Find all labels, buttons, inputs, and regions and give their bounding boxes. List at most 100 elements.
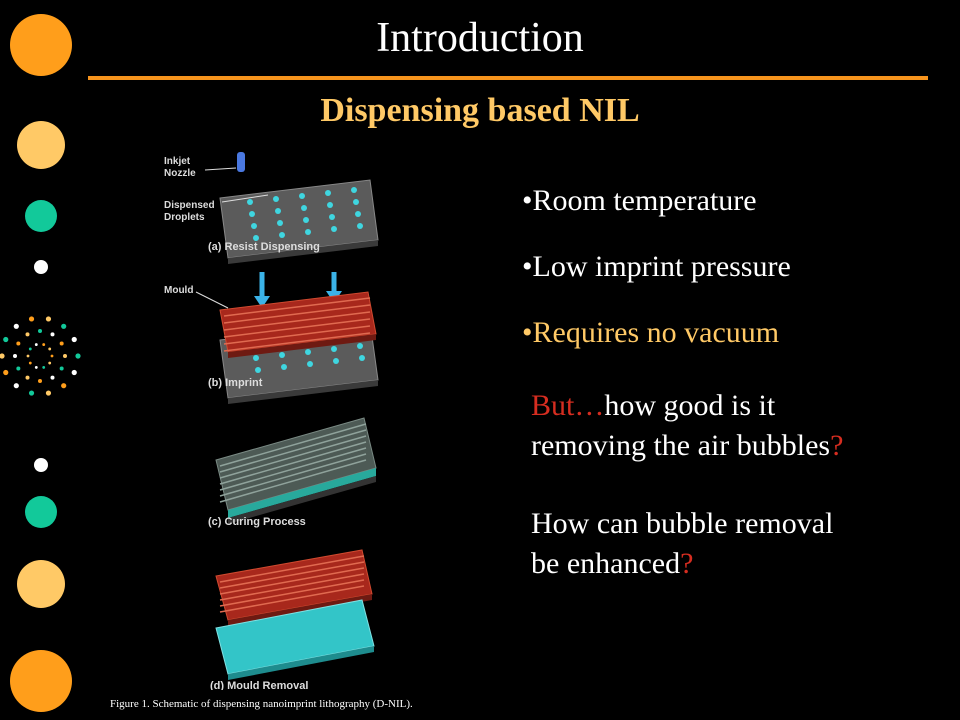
droplet [355, 211, 361, 217]
droplet [333, 358, 339, 364]
starburst-dot [48, 347, 52, 351]
question2-line1: How can bubble removal [531, 507, 834, 540]
droplet [299, 193, 305, 199]
starburst-dot [59, 341, 64, 346]
question-mark-2: ? [680, 547, 694, 580]
starburst-dot [50, 375, 55, 380]
droplet [273, 196, 279, 202]
droplet [253, 235, 259, 241]
bullet-requires-no-vacuum: •Requires no vacuum [522, 316, 780, 349]
step-a-group: Inkjet Nozzle Dispensed Droplets (a) Res… [164, 152, 379, 264]
bullet-low-imprint-pressure: •Low imprint pressure [522, 250, 791, 283]
starburst-dot [71, 336, 77, 343]
label-nozzle: Nozzle [164, 168, 196, 179]
droplet [329, 214, 335, 220]
starburst-dot [75, 353, 81, 359]
mould-pattern-line [219, 435, 367, 479]
label-dispensed: Dispensed [164, 200, 215, 211]
starburst-dot [25, 332, 30, 337]
mould-pattern-line [219, 579, 365, 607]
droplet [281, 364, 287, 370]
droplet [253, 355, 259, 361]
question-body-2: removing the air bubbles [531, 429, 831, 462]
figure-caption: Figure 1. Schematic of dispensing nanoim… [110, 698, 413, 710]
droplet [279, 232, 285, 238]
step-c-group: (c) Curing Process [208, 417, 377, 528]
mould-pattern-line [219, 567, 365, 595]
starburst-dot [34, 366, 38, 369]
step-b-label: (b) Imprint [208, 377, 263, 389]
starburst-dot [3, 369, 9, 376]
title-underline [88, 76, 928, 80]
droplet [357, 343, 363, 349]
label-inkjet: Inkjet [164, 156, 191, 167]
droplet [279, 352, 285, 358]
starburst-dot [71, 369, 77, 376]
mould-pattern-line [219, 441, 367, 485]
mould-pattern-line [223, 311, 371, 331]
droplet [275, 208, 281, 214]
droplet [327, 202, 333, 208]
mould-pattern-line [223, 318, 371, 338]
droplet [305, 229, 311, 235]
starburst-dot [61, 383, 67, 389]
decor-dot-orange-bottom [10, 650, 72, 712]
question-lead: But… [531, 389, 605, 422]
step-d-group: (d) Mould Removal [210, 549, 375, 690]
starburst-dot [26, 354, 30, 358]
starburst-dot [25, 375, 30, 380]
droplet [301, 205, 307, 211]
starburst-dot [59, 366, 64, 371]
mould-pattern-line [219, 453, 367, 497]
slide-title: Introduction [376, 15, 584, 61]
droplet [359, 355, 365, 361]
droplet [255, 367, 261, 373]
droplet [303, 217, 309, 223]
starburst-dot [13, 383, 19, 389]
substrate-a-side [228, 240, 378, 264]
droplet [249, 211, 255, 217]
starburst-dot [16, 341, 21, 346]
droplet [357, 223, 363, 229]
dnil-schematic-figure: Inkjet Nozzle Dispensed Droplets (a) Res… [164, 152, 379, 690]
starburst-dot [50, 332, 55, 337]
bullet-room-temperature: •Room temperature [522, 184, 757, 217]
label-droplets: Droplets [164, 212, 205, 223]
starburst-dot [28, 316, 35, 322]
question2-line2: be enhanced [531, 547, 681, 580]
starburst-dot [28, 361, 32, 365]
starburst-dot [34, 343, 38, 346]
question-mark-1: ? [830, 429, 844, 462]
label-mould: Mould [164, 285, 193, 296]
slide-subtitle: Dispensing based NIL [320, 92, 640, 129]
starburst-dot [48, 361, 52, 365]
droplet [307, 361, 313, 367]
starburst-dot [45, 316, 52, 322]
starburst-dot [13, 323, 19, 329]
question-enhance-removal: How can bubble removal be enhanced? [531, 504, 951, 584]
starburst-dot [3, 336, 9, 343]
droplet [353, 199, 359, 205]
inkjet-nozzle-icon [237, 152, 245, 172]
decor-dot-white-bottom [34, 458, 48, 472]
starburst-dot [45, 390, 52, 396]
dispensed-droplets [247, 187, 363, 241]
droplet [331, 226, 337, 232]
starburst-dot [42, 366, 46, 369]
decor-starburst [0, 316, 81, 396]
step-d-label: (d) Mould Removal [210, 680, 308, 690]
starburst-dot [63, 354, 67, 358]
starburst-dot [50, 354, 54, 358]
decor-dot-orange-top [10, 14, 72, 76]
droplet [325, 190, 331, 196]
droplet [277, 220, 283, 226]
mould-pattern-line [219, 429, 367, 473]
step-a-label: (a) Resist Dispensing [208, 241, 320, 253]
droplet [251, 223, 257, 229]
mould-pattern-line [219, 447, 367, 491]
step-c-label: (c) Curing Process [208, 516, 306, 528]
decor-dot-teal-top [25, 200, 57, 232]
mould-pattern-line [219, 423, 367, 467]
starburst-dot [38, 329, 42, 333]
mould-pattern-line [223, 332, 371, 352]
